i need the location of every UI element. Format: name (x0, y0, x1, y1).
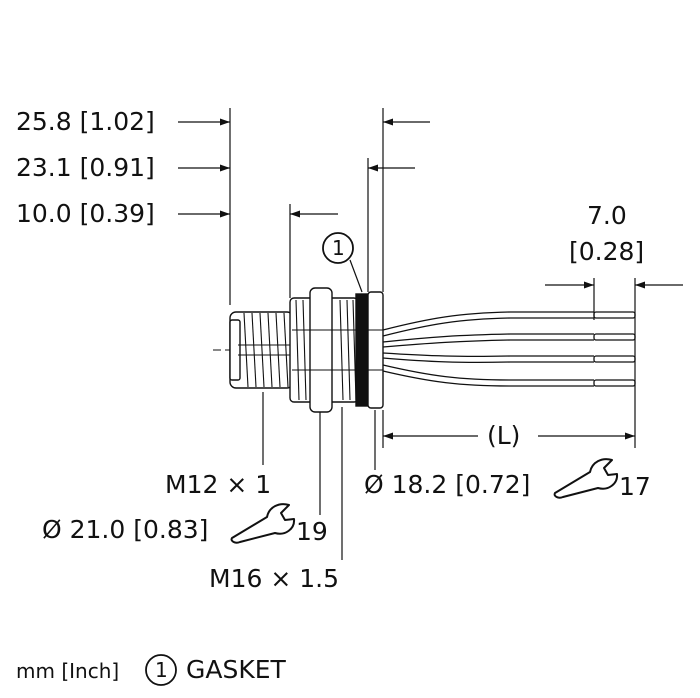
wires (382, 311, 636, 387)
legend-item-label: GASKET (186, 655, 286, 684)
wire-3-bottom (382, 357, 594, 364)
conductor-2 (593, 333, 636, 341)
legend-item-number: 1 (155, 658, 168, 682)
dim-thread-length: 10.0 [0.39] (16, 199, 155, 228)
wire-1-top (382, 311, 594, 331)
dim-wrench-19: 19 (296, 517, 328, 546)
gasket (355, 293, 369, 407)
gasket-leader (349, 259, 363, 293)
hex-nut (309, 287, 333, 413)
conductor-4 (593, 379, 636, 387)
flange (367, 291, 384, 409)
dim-strip-length-in: [0.28] (569, 237, 645, 266)
wrench-icon-17 (553, 458, 619, 499)
dim-nut-diameter: Ø 21.0 [0.83] (42, 515, 209, 544)
wire-2-top (382, 333, 594, 343)
gasket-callout-circle (322, 232, 354, 264)
dim-flange-diameter: Ø 18.2 [0.72] (364, 470, 531, 499)
extension-lines (229, 108, 636, 560)
conductor-1 (593, 311, 636, 319)
dim-thread-m12: M12 × 1 (165, 470, 272, 499)
dim-length-to-flange: 23.1 [0.91] (16, 153, 155, 182)
legend-units: mm [Inch] (16, 659, 120, 683)
dim-strip-length-mm: 7.0 (587, 201, 627, 230)
wrench-icon-19 (230, 503, 296, 544)
dim-wrench-17: 17 (619, 472, 651, 501)
connector-body (213, 287, 384, 413)
dimension-arrows (178, 118, 683, 440)
conductor-3 (593, 355, 636, 363)
wire-1-bottom (382, 317, 594, 337)
legend-callout-circle (145, 654, 177, 686)
dim-cable-length: (L) (487, 421, 521, 450)
dim-overall-length: 25.8 [1.02] (16, 107, 155, 136)
wire-4-top (382, 364, 594, 381)
gasket-callout-number: 1 (332, 236, 345, 260)
wire-2-bottom (382, 339, 594, 348)
dim-thread-m16: M16 × 1.5 (209, 564, 339, 593)
wire-4-bottom (382, 370, 594, 387)
m12-threads (238, 312, 293, 388)
wire-3-top (382, 352, 594, 358)
